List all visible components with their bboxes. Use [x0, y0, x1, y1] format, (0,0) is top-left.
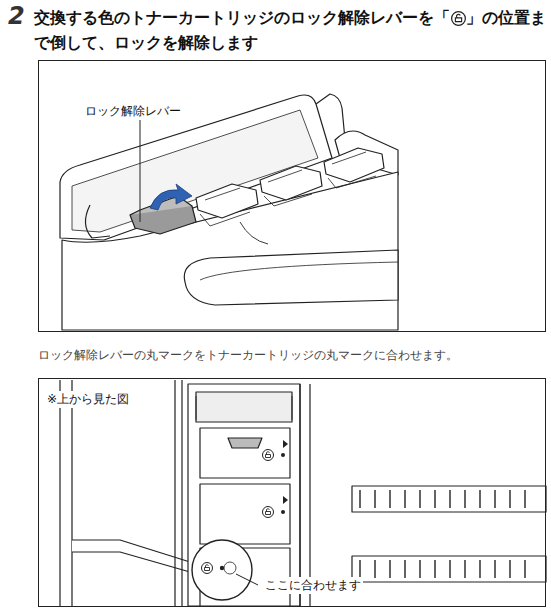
printer-figure — [60, 94, 398, 330]
top-view-figure — [60, 380, 546, 606]
turn-arrow — [150, 184, 192, 210]
figure-frame: ロック解除レバー — [38, 60, 546, 332]
step-number: 2 — [8, 2, 25, 30]
note-text: ロック解除レバーの丸マークをトナーカートリッジの丸マークに合わせます。 — [38, 347, 458, 364]
unlock-icon — [451, 11, 466, 26]
figure-frame: ※上から見た図ここに合わせます — [38, 378, 546, 607]
leader-line — [140, 120, 141, 222]
step-heading: 交換する色のトナーカートリッジのロック解除レバーを「 」の位置まで倒して、ロック… — [34, 6, 546, 56]
figure-label: ここに合わせます — [263, 577, 363, 594]
leader-line — [236, 574, 258, 585]
figure-label: ※上から見た図 — [45, 391, 131, 408]
figure-label: ロック解除レバー — [83, 103, 183, 120]
